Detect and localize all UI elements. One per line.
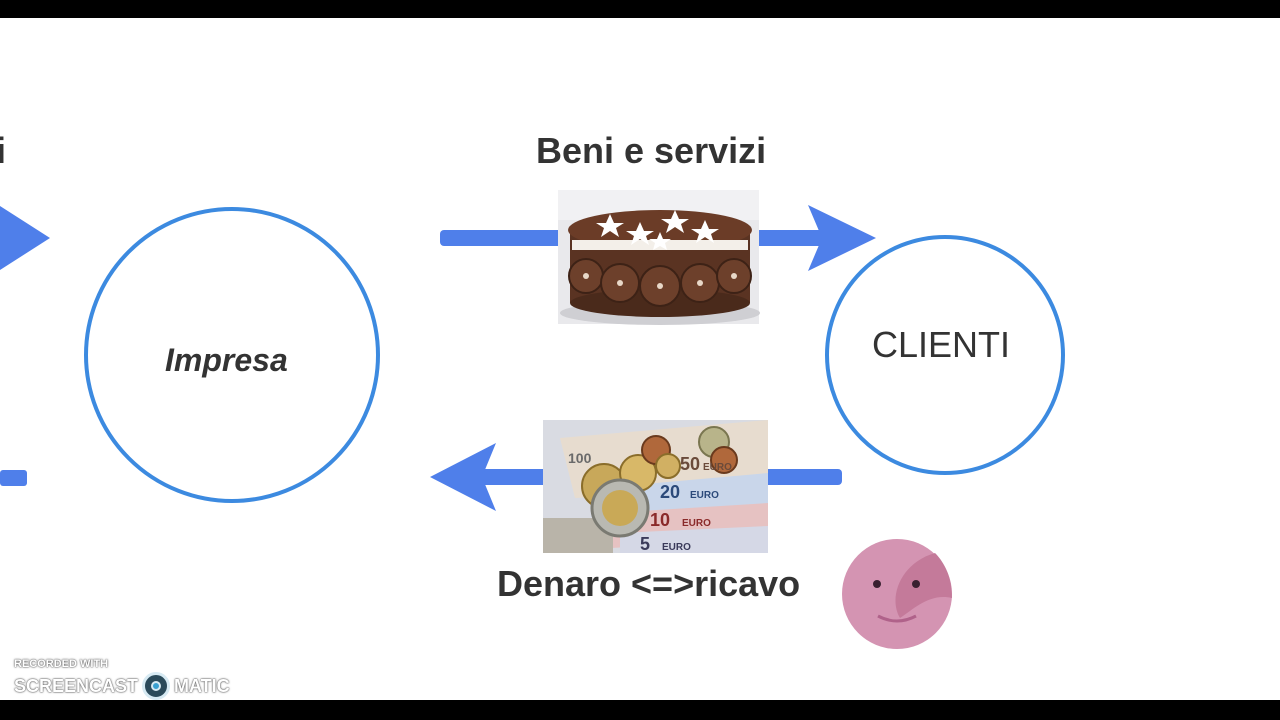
left-partial-arrow-top — [0, 206, 50, 270]
svg-text:100: 100 — [568, 450, 592, 466]
clienti-label: CLIENTI — [872, 324, 1011, 365]
svg-text:EURO: EURO — [682, 518, 711, 529]
goods-label: Beni e servizi — [536, 130, 767, 171]
svg-text:10: 10 — [650, 510, 670, 530]
diagram-graphics: 50 EURO 20 EURO 10 EURO 5 EURO 100 — [0, 190, 1065, 649]
money-label: Denaro <=>ricavo — [497, 563, 801, 604]
goods-arrow-head — [808, 205, 876, 271]
svg-text:20: 20 — [660, 482, 680, 502]
svg-text:EURO: EURO — [690, 490, 719, 501]
clienti-node — [825, 235, 1065, 475]
money-arrow-head — [430, 443, 496, 511]
euro-money-image: 50 EURO 20 EURO 10 EURO 5 EURO 100 — [543, 420, 768, 554]
svg-text:EURO: EURO — [703, 462, 732, 473]
impresa-node — [84, 207, 380, 503]
screencast-logo-icon — [142, 672, 171, 700]
svg-text:EURO: EURO — [662, 542, 691, 553]
left-partial-label: i — [0, 130, 7, 171]
slide-canvas: 50 EURO 20 EURO 10 EURO 5 EURO 100 i Ben… — [0, 18, 1280, 700]
screencast-watermark: RECORDED WITH SCREENCAST MATIC — [14, 658, 230, 700]
svg-text:5: 5 — [640, 534, 650, 554]
watermark-word-right: MATIC — [174, 675, 230, 696]
cake-image — [558, 190, 760, 325]
watermark-recorded-with: RECORDED WITH — [14, 658, 109, 670]
impresa-label: Impresa — [165, 342, 288, 378]
watermark-word-left: SCREENCAST — [14, 675, 139, 696]
smiling-face-icon — [842, 539, 952, 649]
left-partial-bar-bottom — [0, 470, 27, 486]
svg-text:50: 50 — [680, 454, 700, 474]
